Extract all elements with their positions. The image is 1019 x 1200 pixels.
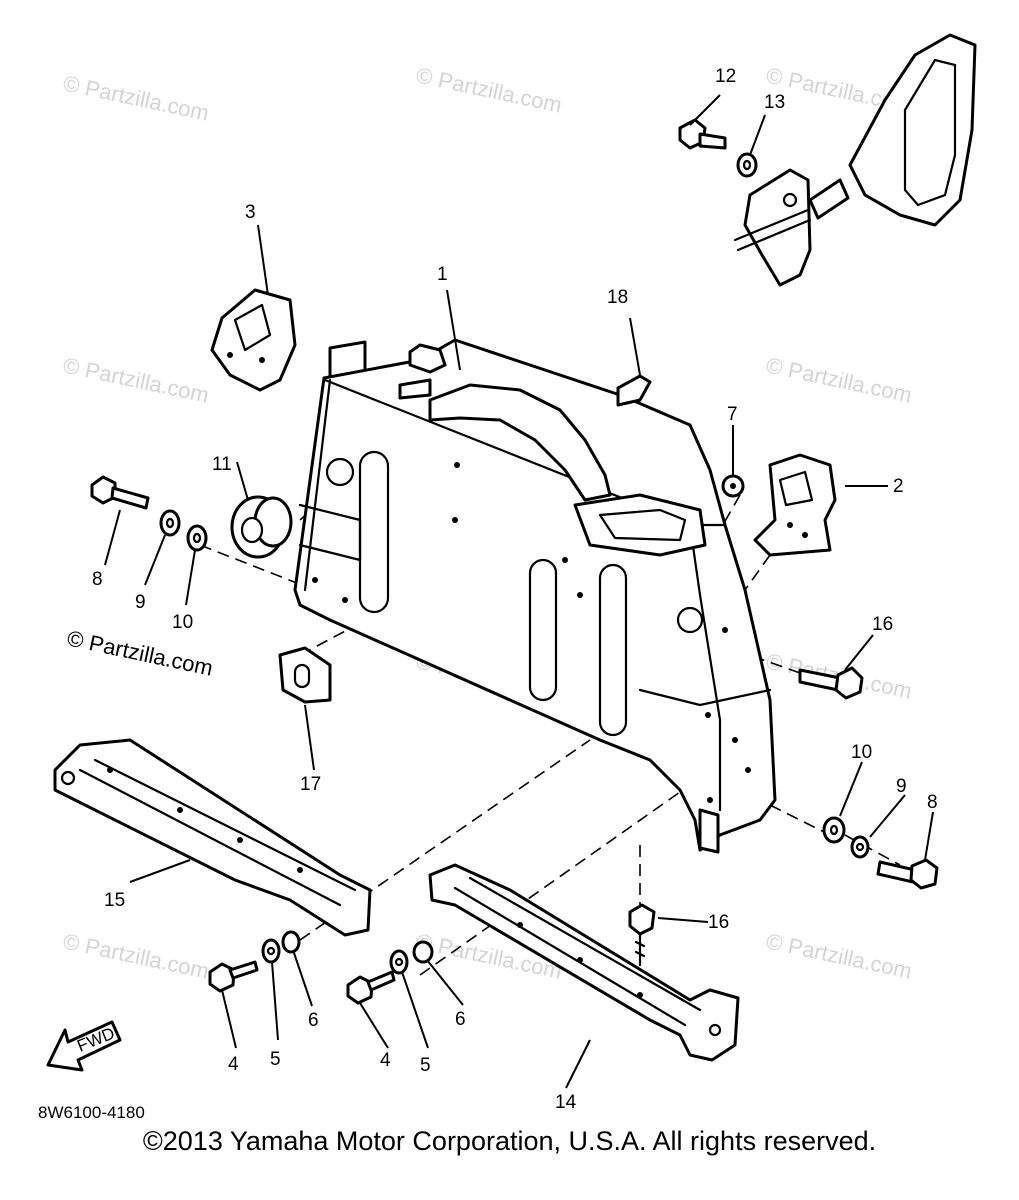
watermark: © Partzilla.com: [61, 928, 211, 983]
fwd-arrow-icon: FWD: [46, 1020, 122, 1072]
crossmember-part-15: [53, 738, 372, 937]
callout-18: 18: [607, 287, 628, 308]
callout-15: 15: [104, 890, 125, 911]
callout-10: 10: [172, 612, 193, 633]
callout-2: 2: [893, 476, 904, 497]
callout-12: 12: [715, 66, 736, 87]
callout-4: 4: [380, 1050, 391, 1071]
watermark: © Partzilla.com: [61, 70, 211, 125]
callout-11: 11: [212, 454, 232, 475]
watermark: © Partzilla.com: [764, 928, 914, 983]
callout-10: 10: [851, 742, 872, 763]
callout-labels: 1 2 3 4 4 5 5 6 6 7 8 8 9 9 10 10 11 12 …: [92, 66, 938, 1113]
clip-part-18: [616, 374, 652, 407]
bracket-part-2: [753, 453, 837, 557]
callout-3: 3: [245, 202, 256, 223]
callout-7: 7: [727, 404, 738, 425]
callout-16: 16: [872, 614, 893, 635]
crossmember-part-14: [428, 863, 740, 1062]
watermark: © Partzilla.com: [414, 62, 564, 117]
callout-8: 8: [927, 792, 938, 813]
watermark: © Partzilla.com: [61, 352, 211, 407]
callout-5: 5: [270, 1049, 281, 1070]
watermark: © Partzilla.com: [764, 352, 914, 407]
callout-5: 5: [420, 1055, 431, 1076]
bracket-part-3: [210, 288, 297, 392]
handle-assembly: [733, 33, 977, 287]
callout-6: 6: [308, 1010, 319, 1031]
drawing-code: 8W6100-4180: [38, 1103, 145, 1122]
watermark-main: © Partzilla.com: [65, 625, 215, 680]
copyright-notice: ©2013 Yamaha Motor Corporation, U.S.A. A…: [142, 1126, 877, 1156]
callout-13: 13: [764, 92, 785, 113]
clip-part-17: [278, 646, 332, 704]
main-frame: [293, 338, 777, 854]
callout-9: 9: [896, 776, 907, 797]
callout-8: 8: [92, 569, 103, 590]
damper-part-11: [230, 495, 293, 559]
callout-14: 14: [555, 1092, 577, 1113]
leader-lines: [104, 94, 934, 1089]
callout-1: 1: [437, 264, 448, 285]
callout-9: 9: [135, 592, 146, 613]
callout-16: 16: [708, 912, 729, 933]
fasteners: [90, 118, 939, 1005]
callout-17: 17: [300, 774, 321, 795]
callout-4: 4: [228, 1054, 239, 1075]
callout-6: 6: [455, 1009, 466, 1030]
